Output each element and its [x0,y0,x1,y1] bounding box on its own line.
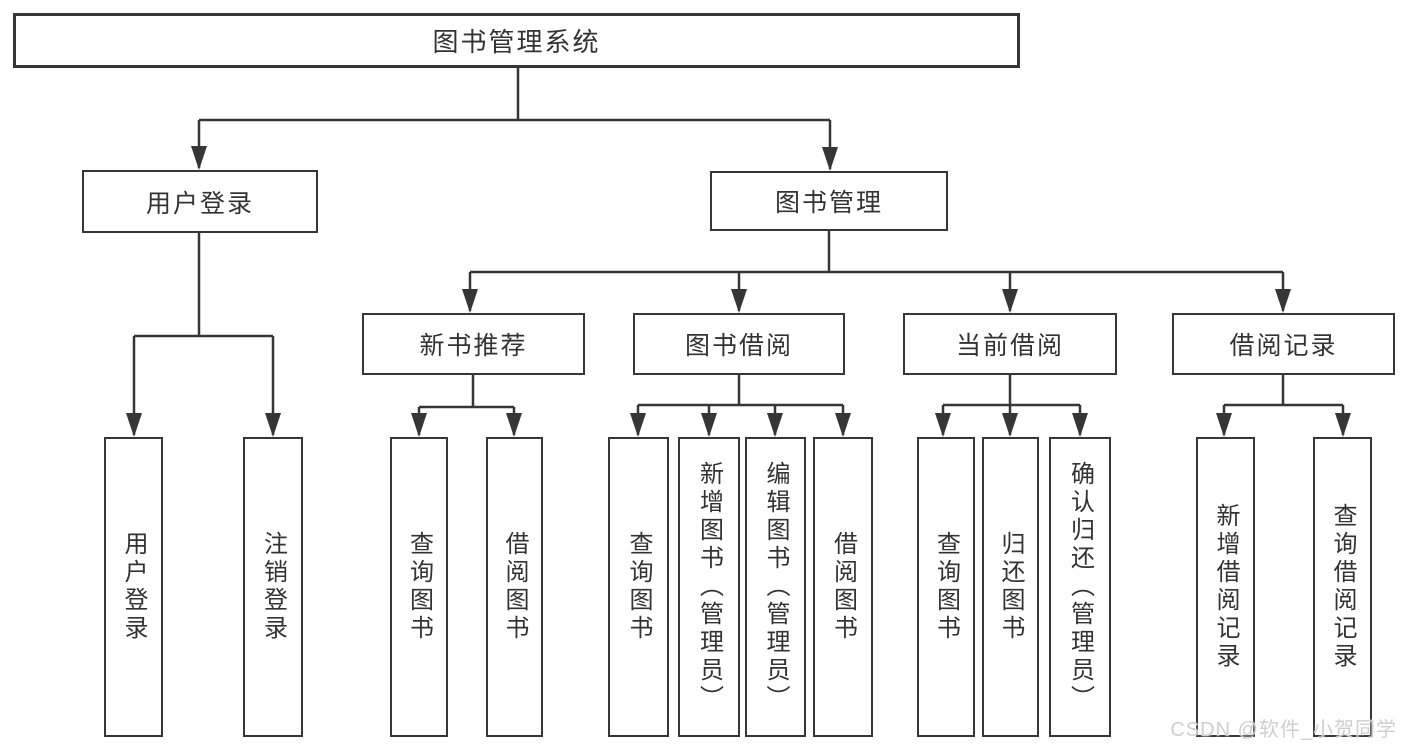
node-label: 图书管理 [774,189,883,217]
leaf-borrow-query-books: 查询图书 [608,437,669,737]
csdn-watermark: CSDN @软件_小贺同学 [1170,719,1397,741]
leaf-confirm-return-admin: 确认归还（管理员） [1049,437,1111,737]
leaf-edit-books-admin: 编辑图书（管理员） [745,437,806,737]
leaf-user-login: 用户登录 [104,437,163,737]
node-book-management: 图书管理 [710,171,948,231]
node-label: 借阅记录 [1229,332,1338,360]
node-label: 当前借阅 [955,332,1064,360]
node-label: 新增图书（管理员） [695,461,723,713]
node-label: 图书管理系统 [432,27,601,57]
leaf-logout: 注销登录 [243,437,303,737]
node-root-library-system: 图书管理系统 [13,13,1020,68]
leaf-recommend-query-books: 查询图书 [390,437,448,737]
node-label: 用户登录 [145,189,254,218]
node-label: 查询图书 [625,531,652,643]
arrowheads [126,146,1351,437]
leaf-borrow-books: 借阅图书 [813,437,873,737]
node-label: 确认归还（管理员） [1066,461,1094,713]
node-label: 借阅图书 [501,531,528,643]
node-label: 新书推荐 [419,332,528,360]
node-label: 查询借阅记录 [1329,503,1356,671]
leaf-add-borrow-record: 新增借阅记录 [1196,437,1255,737]
node-label: 图书借阅 [684,332,793,360]
node-label: 归还图书 [997,531,1024,643]
leaf-recommend-borrow-books: 借阅图书 [486,437,543,737]
node-current-borrow: 当前借阅 [903,313,1117,375]
node-borrow-records: 借阅记录 [1172,313,1395,375]
node-book-borrow: 图书借阅 [633,313,845,375]
leaf-add-books-admin: 新增图书（管理员） [678,437,740,737]
node-new-book-recommend: 新书推荐 [362,313,585,375]
node-user-login: 用户登录 [82,170,318,233]
node-label: 新增借阅记录 [1212,503,1239,671]
leaf-return-books: 归还图书 [982,437,1039,737]
leaf-current-query-books: 查询图书 [917,437,975,737]
node-label: 查询图书 [405,531,433,643]
node-label: 注销登录 [259,531,287,643]
node-label: 借阅图书 [829,531,857,643]
node-label: 编辑图书（管理员） [762,461,789,713]
leaf-query-borrow-record: 查询借阅记录 [1313,437,1372,737]
node-label: 查询图书 [932,531,960,643]
node-label: 用户登录 [120,531,147,643]
